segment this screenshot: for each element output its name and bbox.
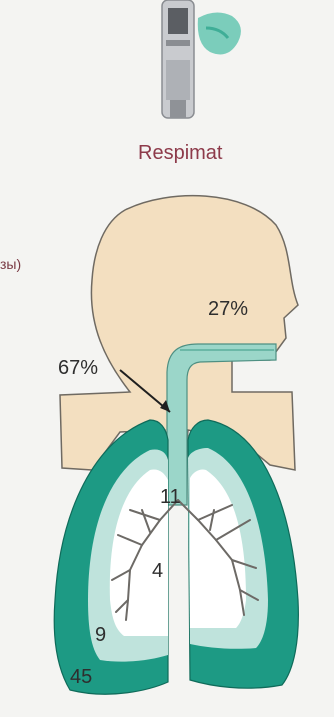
- inhaler-icon: [162, 0, 241, 118]
- label-central-4: 4: [152, 560, 163, 583]
- side-fragment-label: зы): [0, 256, 21, 272]
- label-oropharynx-27: 27%: [208, 298, 248, 321]
- label-trachea-11: 11: [160, 486, 181, 509]
- label-intermediate-9: 9: [95, 624, 106, 647]
- label-device-67: 67%: [58, 357, 98, 380]
- device-title: Respimat: [138, 142, 222, 165]
- label-peripheral-45: 45: [70, 666, 92, 689]
